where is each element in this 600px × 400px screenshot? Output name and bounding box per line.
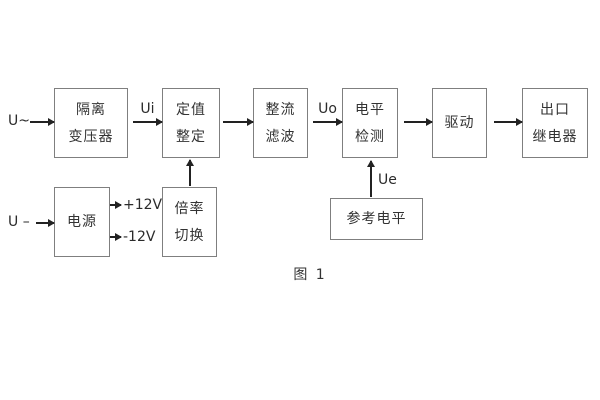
arrow-up-icon-ue-to-level-detect xyxy=(367,160,374,197)
block-setting-adjust: 定值 整定 xyxy=(162,88,220,158)
block-label: 检测 xyxy=(355,128,385,145)
block-label: 切换 xyxy=(174,227,205,244)
signal-label-minus-12v: -12V xyxy=(123,229,156,245)
signal-label-ue: Ue xyxy=(378,172,397,188)
block-label: 驱动 xyxy=(444,115,475,131)
signal-label-plus-12v: +12V xyxy=(123,197,163,213)
signal-label-uo: Uo xyxy=(318,101,337,117)
block-label: 电源 xyxy=(67,214,97,230)
signal-label-u-ac: U~ xyxy=(8,113,30,129)
block-label: 电平 xyxy=(355,101,385,118)
block-label: 整流 xyxy=(265,101,296,118)
block-label: 继电器 xyxy=(532,128,578,145)
block-driver: 驱动 xyxy=(432,88,487,158)
arrow-right-icon-dc-input xyxy=(36,219,55,226)
block-label: 整定 xyxy=(176,128,206,145)
block-label: 隔离 xyxy=(76,101,106,118)
arrow-right-icon-to-driver xyxy=(404,118,433,125)
block-label: 定值 xyxy=(176,101,206,118)
arrow-right-icon-ui xyxy=(133,118,163,125)
block-label: 变压器 xyxy=(68,128,114,145)
block-power-supply: 电源 xyxy=(54,187,110,257)
block-label: 滤波 xyxy=(265,128,296,145)
block-label: 倍率 xyxy=(174,200,205,217)
block-level-detect: 电平 检测 xyxy=(342,88,398,158)
arrow-right-icon-uo xyxy=(313,118,343,125)
figure-caption: 图 1 xyxy=(293,267,327,283)
arrow-right-icon-minus-12v xyxy=(110,233,122,240)
signal-label-u-dc: U – xyxy=(8,214,30,230)
block-ratio-switch: 倍率 切换 xyxy=(162,187,217,257)
block-reference-level: 参考电平 xyxy=(330,198,423,240)
block-label: 出口 xyxy=(540,101,570,118)
signal-label-ui: Ui xyxy=(140,101,155,117)
arrow-right-icon-to-relay xyxy=(494,118,523,125)
block-label: 参考电平 xyxy=(346,211,407,227)
block-rectifier-filter: 整流 滤波 xyxy=(253,88,308,158)
arrow-right-icon-to-rectifier xyxy=(223,118,254,125)
arrow-up-icon-ratio-to-setting xyxy=(186,159,193,186)
arrow-right-icon-ac-input xyxy=(30,118,55,125)
block-isolation-transformer: 隔离 变压器 xyxy=(54,88,128,158)
block-output-relay: 出口 继电器 xyxy=(522,88,588,158)
arrow-right-icon-plus-12v xyxy=(110,201,122,208)
